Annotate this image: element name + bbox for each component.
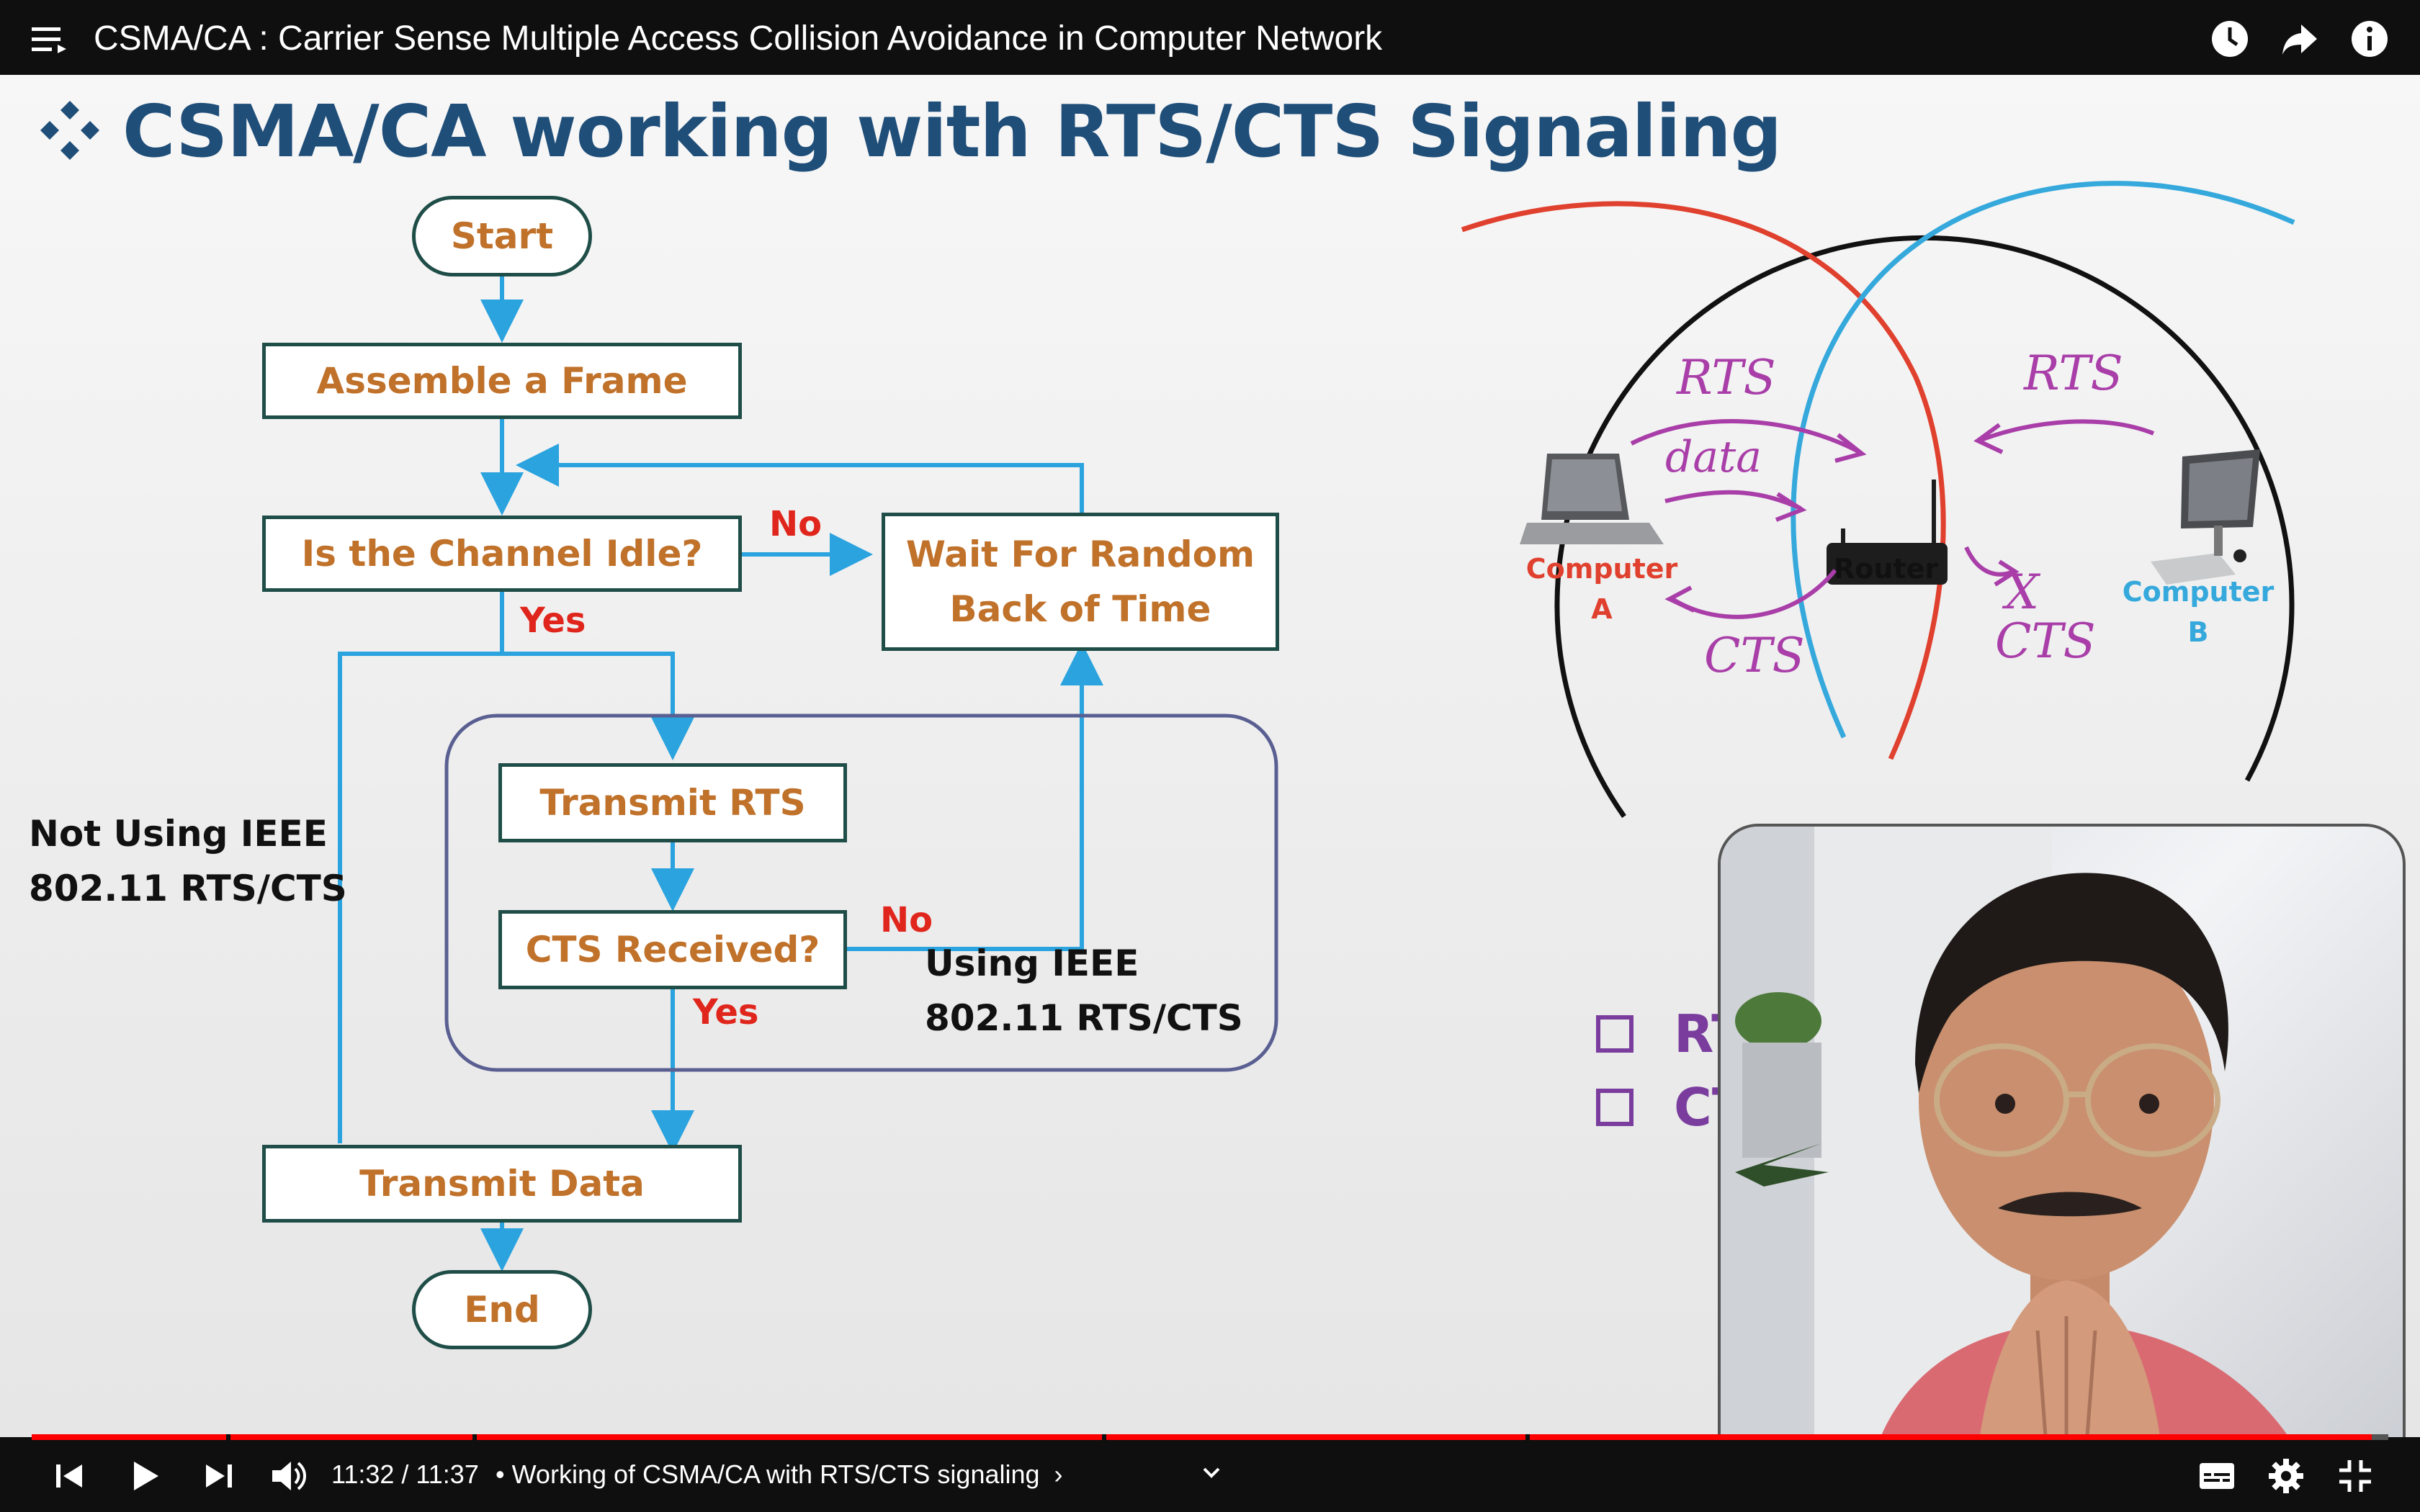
flow-start: Start [412,196,592,276]
range-circle-b [1791,181,2295,739]
chapter-title[interactable]: • Working of CSMA/CA with RTS/CTS signal… [496,1457,1063,1492]
settings-icon[interactable] [2264,1454,2308,1498]
laptop-icon [1520,454,1664,544]
volume-icon[interactable] [266,1454,310,1498]
chapter-title-text: • Working of CSMA/CA with RTS/CTS signal… [496,1459,1040,1489]
previous-icon[interactable] [48,1454,91,1498]
chapter-marker [1525,1434,1530,1440]
presenter-image [1721,827,2289,1437]
menu-icon[interactable] [29,22,72,58]
wait-line-1: Wait For Random [905,534,1255,575]
video-title-bar: CSMA/CA : Carrier Sense Multiple Access … [0,0,2420,75]
chapter-marker [226,1434,230,1440]
watch-later-icon[interactable] [2210,19,2250,59]
chapter-marker [1102,1434,1106,1440]
flow-assemble-frame: Assemble a Frame [262,343,742,419]
chevron-down-icon[interactable] [1190,1452,1233,1495]
handwritten-cts-left: CTS [1704,628,1805,683]
computer-a-line-2: A [1591,593,1613,625]
label-no-cts: No [880,900,933,940]
label-router: Router [1834,553,1939,585]
label-using-ieee: Using IEEE 802.11 RTS/CTS [925,936,1243,1045]
presenter-video [1718,824,2406,1437]
range-circle-router [1554,235,2295,819]
video-frame[interactable]: CSMA/CA working with RTS/CTS Signaling [0,75,2420,1437]
handwritten-x: X [2005,564,2039,620]
label-yes-cts: Yes [693,992,759,1032]
handwritten-rts-left: RTS [1677,350,1776,405]
router-icon [1827,480,1948,585]
slide-heading: CSMA/CA working with RTS/CTS Signaling [122,89,1782,174]
computer-a-line-1: Computer [1525,553,1678,585]
chapter-marker [472,1434,477,1440]
bullet-diamonds-icon [40,101,99,160]
checkbox-icon [1596,1089,1634,1126]
flow-transmit-data: Transmit Data [262,1145,742,1223]
not-using-line-1: Not Using IEEE [29,813,328,855]
computer-b-line-1: Computer [2122,576,2275,608]
chapter-arrow: › [1054,1459,1063,1489]
network-diagram [1461,181,2295,819]
label-computer-a: Computer A [1521,549,1682,629]
not-using-line-2: 802.11 RTS/CTS [29,868,347,909]
time-display: 11:32 / 11:37 [331,1459,479,1489]
desktop-computer-icon [2151,449,2260,585]
range-circle-a [1461,201,1946,760]
progress-bar[interactable] [32,1434,2388,1440]
handwritten-data: data [1665,432,1762,482]
play-icon[interactable] [122,1454,166,1498]
flow-wait-random-backoff: Wait For Random Back of Time [882,513,1279,651]
captions-icon[interactable] [2195,1454,2238,1498]
player-controls: 11:32 / 11:37 • Working of CSMA/CA with … [0,1434,2420,1512]
flow-end: End [412,1270,592,1349]
label-yes-channel: Yes [520,600,586,641]
flowchart-connectors [338,276,1278,1272]
flow-cts-received: CTS Received? [498,910,847,989]
share-icon[interactable] [2280,19,2320,59]
handwritten-cts-right: CTS [1995,613,2096,669]
next-icon[interactable] [197,1454,241,1498]
progress-bar-fill [32,1434,2372,1440]
info-icon[interactable] [2349,19,2390,59]
flow-transmit-rts: Transmit RTS [498,763,847,842]
using-line-2: 802.11 RTS/CTS [925,997,1243,1039]
label-no-channel: No [769,504,823,544]
handwritten-rts-right: RTS [2024,346,2123,401]
exit-fullscreen-icon[interactable] [2334,1454,2377,1498]
flow-channel-idle: Is the Channel Idle? [262,516,742,592]
using-line-1: Using IEEE [925,942,1139,984]
label-not-using-ieee: Not Using IEEE 802.11 RTS/CTS [29,806,347,916]
video-title[interactable]: CSMA/CA : Carrier Sense Multiple Access … [94,19,1383,58]
checkbox-icon [1596,1015,1634,1053]
label-computer-b: Computer B [2120,572,2276,652]
rts-cts-group-frame [444,714,1278,1072]
computer-b-line-2: B [2187,616,2209,648]
wait-line-2: Back of Time [949,588,1211,630]
